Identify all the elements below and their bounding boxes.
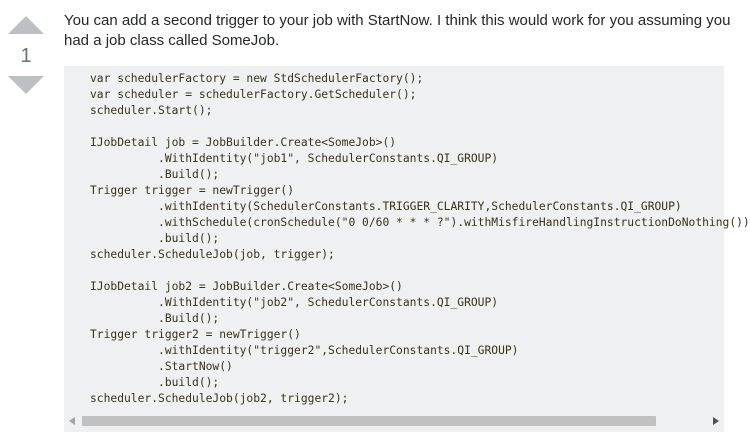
answer-text: You can add a second trigger to your job… xyxy=(64,12,731,49)
code-line: Trigger trigger2 = newTrigger() xyxy=(90,328,301,341)
code-line: var schedulerFactory = new StdSchedulerF… xyxy=(90,72,424,85)
code-line: .withIdentity(SchedulerConstants.TRIGGER… xyxy=(90,200,682,213)
code-line: .Build(); xyxy=(90,312,220,325)
code-line: scheduler.ScheduleJob(job2, trigger2); xyxy=(90,392,349,405)
code-line xyxy=(90,119,724,135)
triangle-left-icon xyxy=(69,417,75,425)
code-line: scheduler.Start(); xyxy=(90,104,213,117)
triangle-down-icon xyxy=(8,76,44,94)
scroll-right-button[interactable] xyxy=(708,414,724,428)
code-line: .WithIdentity("job1", SchedulerConstants… xyxy=(90,152,499,165)
horizontal-scrollbar[interactable] xyxy=(64,414,724,428)
vote-count: 1 xyxy=(20,45,32,67)
code-line: var scheduler = schedulerFactory.GetSche… xyxy=(90,88,417,101)
code-line: .withSchedule(cronSchedule("0 0/60 * * *… xyxy=(90,216,750,229)
triangle-up-icon xyxy=(8,16,44,34)
code-line: .build(); xyxy=(90,232,220,245)
code-content: var schedulerFactory = new StdSchedulerF… xyxy=(64,66,750,407)
code-line: IJobDetail job = JobBuilder.Create<SomeJ… xyxy=(90,136,397,149)
vote-cell: 1 xyxy=(8,14,44,96)
code-scroll-area[interactable]: var schedulerFactory = new StdSchedulerF… xyxy=(64,66,750,414)
downvote-button[interactable] xyxy=(8,74,44,96)
scroll-thumb[interactable] xyxy=(82,416,656,426)
code-line: .Build(); xyxy=(90,168,220,181)
upvote-button[interactable] xyxy=(8,14,44,36)
code-line: .StartNow() xyxy=(90,360,233,373)
triangle-right-icon xyxy=(713,417,719,425)
code-line xyxy=(90,263,724,279)
code-line: .build(); xyxy=(90,376,220,389)
code-block: var schedulerFactory = new StdSchedulerF… xyxy=(64,66,750,432)
scroll-left-button[interactable] xyxy=(64,414,80,428)
code-line: .WithIdentity("job2", SchedulerConstants… xyxy=(90,296,499,309)
code-line: scheduler.ScheduleJob(job, trigger); xyxy=(90,248,335,261)
code-line: IJobDetail job2 = JobBuilder.Create<Some… xyxy=(90,280,403,293)
code-line: Trigger trigger = newTrigger() xyxy=(90,184,295,197)
scroll-track[interactable] xyxy=(80,415,708,427)
code-line: .withIdentity("trigger2",SchedulerConsta… xyxy=(90,344,519,357)
